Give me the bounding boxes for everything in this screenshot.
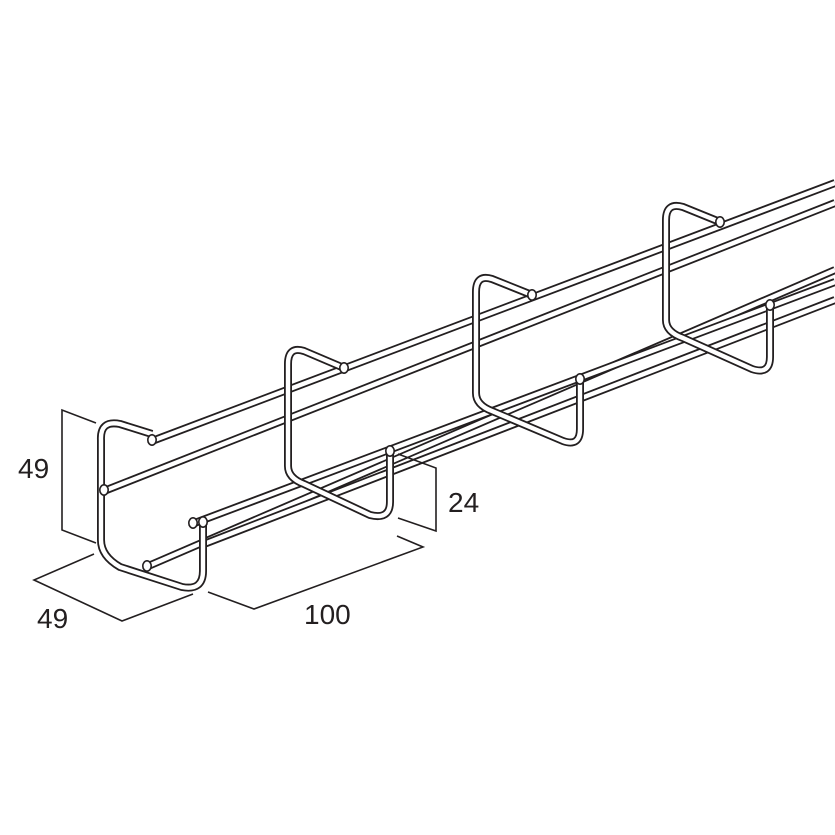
dimension-length-100: 100 — [207, 535, 426, 630]
dimension-width-label: 49 — [37, 603, 68, 634]
rod-back-second — [102, 199, 835, 495]
cross-wire-second — [284, 345, 394, 521]
dimension-length-label: 100 — [304, 599, 351, 630]
cross-wire-fourth — [662, 201, 774, 375]
dimension-rod-height-label: 24 — [448, 487, 479, 518]
dimension-rod-height-24: 24 — [397, 453, 479, 533]
dimension-height-49: 49 — [18, 408, 97, 544]
cross-wire-first — [96, 419, 207, 592]
dimension-width-49: 49 — [32, 553, 194, 634]
cross-wire-third — [472, 273, 584, 447]
rod-floor-back — [144, 266, 835, 571]
rod-end-caps — [99, 216, 775, 572]
dimension-height-label: 49 — [18, 453, 49, 484]
